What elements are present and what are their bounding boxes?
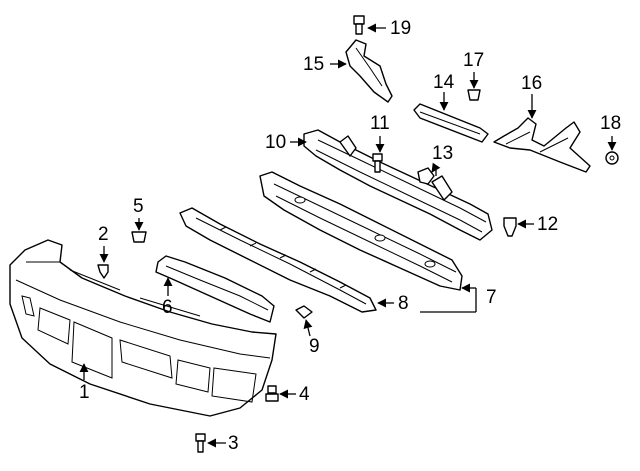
upper-reinforcement — [303, 129, 493, 241]
callout-8: 8 — [398, 293, 409, 314]
callout-10: 10 — [265, 132, 287, 153]
right-bracket — [493, 117, 591, 173]
bolt-11 — [372, 153, 383, 173]
callout-14: 14 — [433, 72, 455, 93]
callout-4: 4 — [299, 384, 310, 405]
clip-17 — [467, 89, 481, 101]
clip-2 — [97, 264, 109, 279]
callout-3: 3 — [228, 433, 239, 454]
callout-12: 12 — [537, 214, 559, 235]
callout-13: 13 — [432, 143, 454, 164]
callout-11: 11 — [370, 113, 390, 134]
bolt-9 — [295, 305, 313, 319]
callout-18: 18 — [600, 113, 622, 134]
left-bracket — [345, 39, 393, 103]
callout-7: 7 — [486, 287, 497, 308]
leader-lines — [79, 23, 617, 448]
callout-16: 16 — [521, 73, 543, 94]
callout-5: 5 — [133, 196, 144, 217]
callout-17: 17 — [463, 50, 485, 71]
energy-absorber — [155, 255, 275, 323]
trim-strip — [413, 103, 489, 143]
nut-13 — [417, 167, 435, 185]
bumper-cover — [9, 239, 277, 417]
callout-15: 15 — [303, 54, 325, 75]
nut-5 — [131, 231, 147, 243]
lower-reinforcement — [179, 207, 377, 313]
bolt-3 — [195, 433, 206, 453]
impact-bar — [259, 171, 463, 291]
clip-12 — [503, 217, 517, 237]
callout-9: 9 — [309, 336, 320, 357]
bolt-19 — [353, 15, 365, 35]
callout-19: 19 — [390, 18, 412, 39]
callout-1: 1 — [79, 382, 90, 403]
grommet-18 — [605, 151, 619, 165]
callout-6: 6 — [162, 297, 173, 318]
callout-2: 2 — [98, 224, 109, 245]
bolt-4 — [265, 385, 279, 402]
